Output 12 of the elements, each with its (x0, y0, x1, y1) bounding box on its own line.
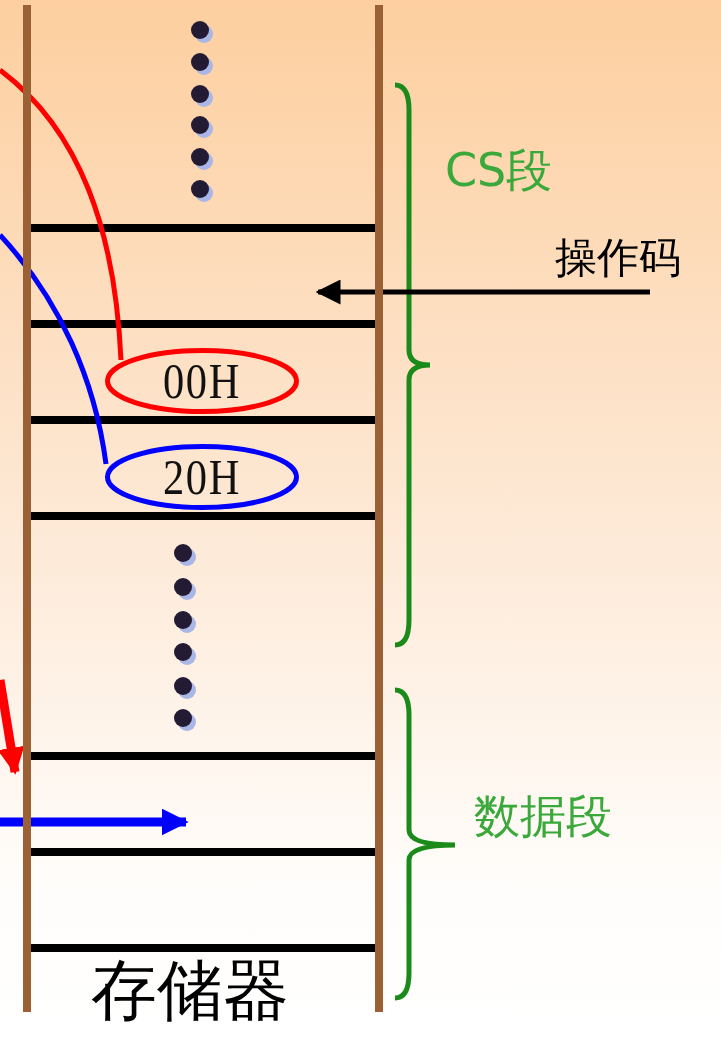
segment-label: CS段 (445, 142, 553, 199)
memory-title: 存储器 (91, 955, 289, 1028)
address-text: 00H (162, 352, 242, 410)
connector-line (0, 233, 109, 465)
segment-label: 数据段 (474, 788, 612, 845)
memory-cell (105, 348, 299, 414)
arrow (0, 679, 25, 775)
memory-cell (105, 444, 299, 510)
opcode-label: 操作码 (555, 233, 681, 282)
arrow (315, 279, 650, 305)
address-text: 20H (162, 448, 242, 506)
connector-line (0, 68, 124, 361)
